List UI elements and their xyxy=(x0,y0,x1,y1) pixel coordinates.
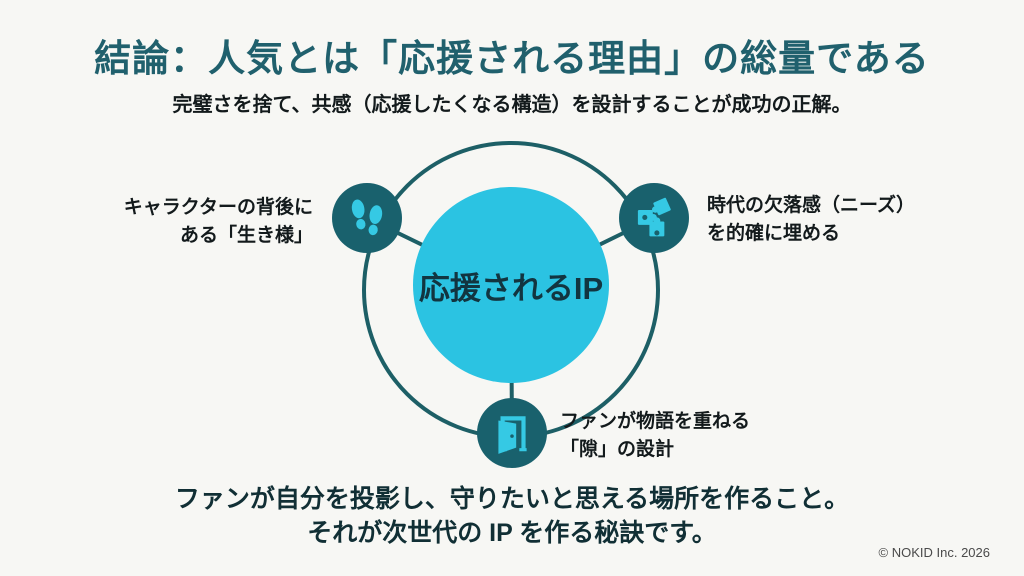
node-label-gap-design: ファンが物語を重ねる 「隙」の設計 xyxy=(560,408,750,464)
copyright-text: © NOKID Inc. 2026 xyxy=(878,545,990,560)
node-gap-design xyxy=(477,398,547,468)
node-era-needs xyxy=(619,183,689,253)
center-hub-circle: 応援されるIP xyxy=(413,187,609,383)
center-hub-label: 応援されるIP xyxy=(418,270,604,306)
label-line: 「隙」の設計 xyxy=(560,439,675,460)
label-line: ある「生き様」 xyxy=(179,225,313,246)
message-line: それが次世代の IP を作る秘訣です。 xyxy=(307,519,717,547)
puzzle-icon xyxy=(637,197,671,237)
label-line: キャラクターの背後に xyxy=(123,197,313,218)
node-label-character-life: キャラクターの背後に ある「生き様」 xyxy=(124,194,313,250)
subtitle: 完璧さを捨て、共感（応援したくなる構造）を設計することが成功の正解。 xyxy=(172,94,852,116)
label-line: ファンが物語を重ねる xyxy=(560,411,751,432)
label-line: を的確に埋める xyxy=(707,223,841,244)
closing-message: ファンが自分を投影し、守りたいと思える場所を作ること。 それが次世代の IP を… xyxy=(0,482,1024,550)
label-line: 時代の欠落感（ニーズ） xyxy=(707,195,916,216)
footprints-icon xyxy=(351,199,383,236)
door-icon xyxy=(498,416,527,454)
node-label-era-needs: 時代の欠落感（ニーズ） を的確に埋める xyxy=(707,192,915,248)
message-line: ファンが自分を投影し、守りたいと思える場所を作ること。 xyxy=(174,485,850,513)
page-title: 結論：人気とは「応援される理由」の総量である xyxy=(94,38,930,79)
node-character-life xyxy=(332,183,402,253)
